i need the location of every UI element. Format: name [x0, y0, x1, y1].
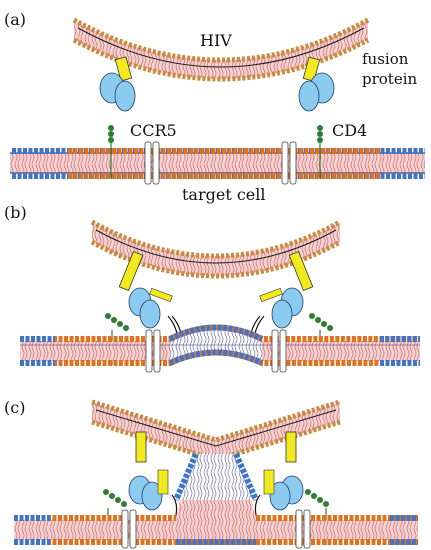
fusion-stalk — [173, 452, 259, 502]
hiv-label: HIV — [200, 31, 232, 50]
ccr5-coreceptor-icon — [121, 509, 137, 549]
ccr5-coreceptor-icon — [145, 329, 161, 373]
hiv-envelope-bilayer — [90, 219, 342, 279]
hiv-envelope-bilayer — [91, 399, 341, 460]
panel-label-c: (c) — [4, 398, 25, 417]
ccr5-coreceptor-icon — [271, 329, 287, 373]
target-cell-membrane — [14, 500, 418, 545]
hiv-inner-leaflet — [72, 37, 370, 82]
ccr5-label: CCR5 — [130, 121, 177, 140]
ccr5-coreceptor-icon — [144, 141, 160, 185]
fusion-protein-icon — [118, 250, 183, 351]
panel-b: (b) — [4, 203, 420, 373]
target-cell-membrane — [10, 148, 425, 179]
fusion-protein-icon — [254, 431, 304, 523]
fusion-protein-icon — [99, 56, 136, 112]
panel-a: (a) HIV fusion protein — [4, 10, 425, 204]
hiv-envelope-bilayer — [72, 17, 370, 82]
fusion-protein-icon — [298, 56, 335, 112]
cd4-receptor-icon — [108, 125, 114, 178]
ccr5-coreceptor-icon — [295, 509, 311, 549]
ccr5-coreceptor-icon — [281, 141, 297, 185]
fusion-label-line1: fusion — [362, 50, 409, 68]
target-cell-membrane — [20, 324, 420, 366]
target-cell-label: target cell — [182, 185, 266, 204]
fusion-protein-icon — [128, 431, 178, 523]
fusion-protein-icon — [249, 250, 314, 351]
hiv-outer-leaflet — [72, 17, 370, 63]
panel-label-a: (a) — [4, 10, 26, 29]
fusion-label-line2: protein — [362, 70, 418, 88]
cd4-label: CD4 — [332, 121, 367, 140]
panel-c: (c) — [4, 398, 418, 549]
cd4-receptor-icon — [317, 125, 323, 178]
panel-label-b: (b) — [4, 203, 27, 222]
